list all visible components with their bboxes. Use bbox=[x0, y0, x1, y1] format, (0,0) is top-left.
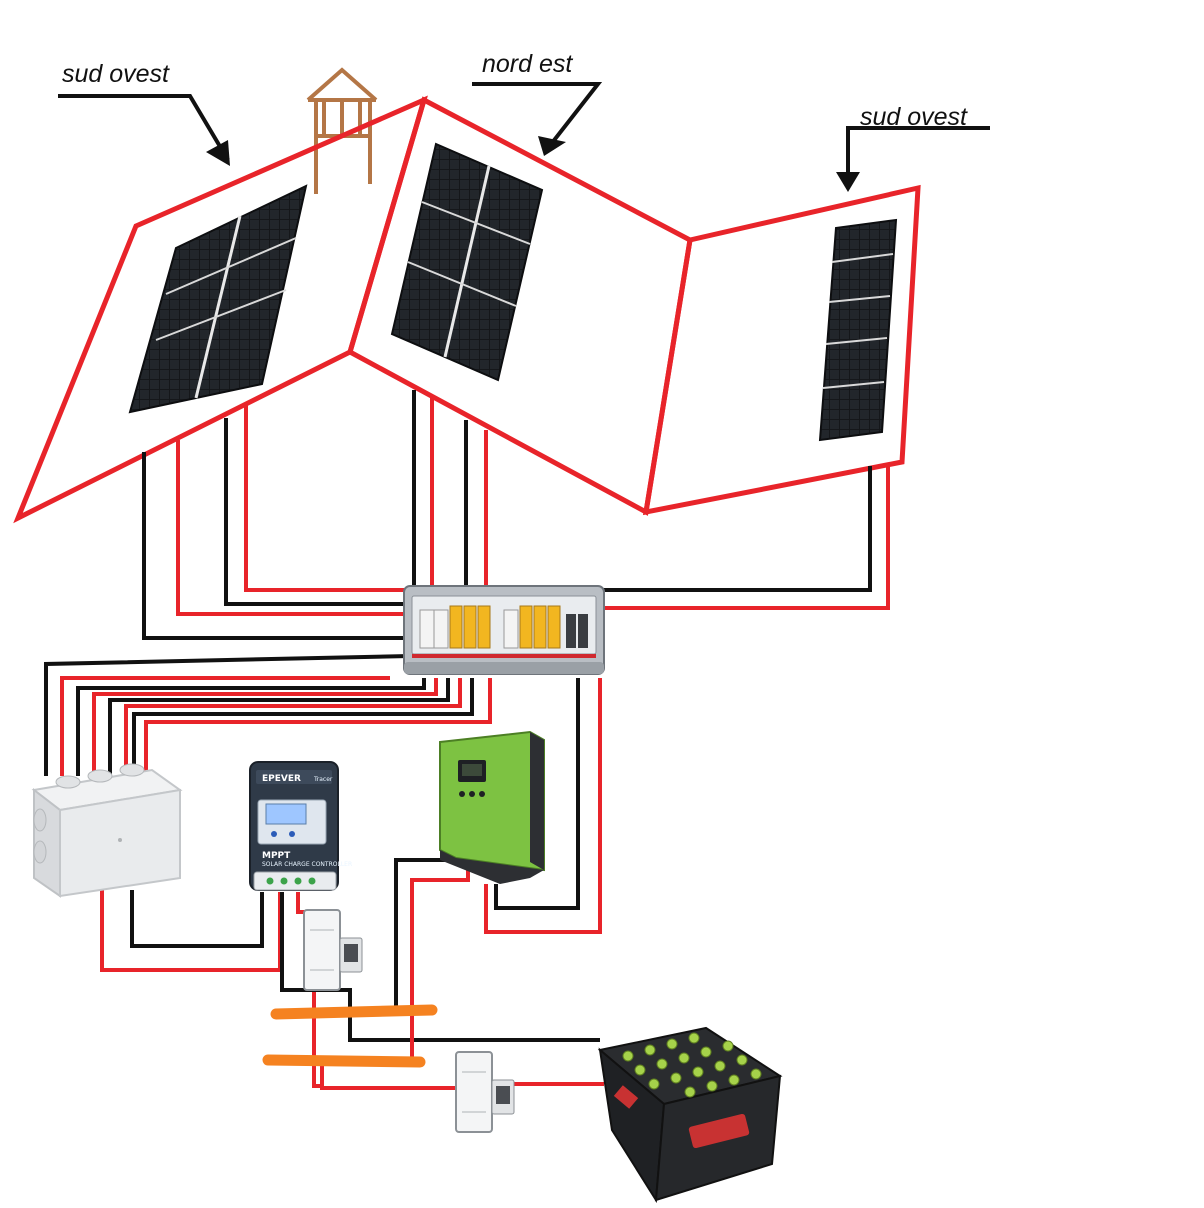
orientation-text-middle: nord est bbox=[482, 50, 573, 78]
busbar-positive bbox=[262, 1054, 426, 1068]
wires-combiner-to-inverter bbox=[484, 678, 602, 934]
roof-face-right bbox=[642, 184, 921, 516]
arrow-head-middle bbox=[538, 136, 566, 156]
arrow-down-icon bbox=[846, 126, 990, 176]
orientation-text-left: sud ovest bbox=[62, 60, 170, 88]
battery-bank-icon bbox=[597, 1026, 783, 1204]
orientation-label-middle: nord est bbox=[472, 50, 603, 156]
busbars bbox=[262, 1004, 438, 1068]
arrow-head-right bbox=[836, 172, 860, 192]
wires-junction-to-mppt bbox=[100, 890, 282, 972]
orientation-label-left: sud ovest bbox=[58, 60, 230, 166]
controller-brand: EPEVER bbox=[262, 774, 301, 784]
solar-panel-icon bbox=[390, 142, 544, 382]
controller-type: MPPT bbox=[262, 851, 291, 861]
mppt-controller-icon: EPEVER Tracer MPPT SOLAR CHARGE CONTROLL… bbox=[249, 761, 352, 891]
junction-box-icon bbox=[31, 763, 183, 898]
arrow-head-left bbox=[206, 140, 230, 166]
solar-panel-icon bbox=[818, 218, 898, 442]
fuse-holder-icon bbox=[455, 1051, 515, 1133]
arrow-down-icon bbox=[472, 82, 603, 150]
fuse-holder-icon bbox=[303, 909, 363, 991]
orientation-label-right: sud ovest bbox=[836, 103, 990, 192]
combiner-box-icon bbox=[403, 585, 605, 675]
controller-subtitle: SOLAR CHARGE CONTROLLER bbox=[262, 861, 352, 868]
wires-panels-to-combiner bbox=[142, 390, 890, 640]
controller-model: Tracer bbox=[313, 776, 333, 783]
inverter-icon bbox=[439, 730, 545, 884]
busbar-negative bbox=[270, 1004, 438, 1020]
roof-outline bbox=[13, 95, 921, 524]
solar-panel-icon bbox=[128, 184, 308, 414]
arrow-down-icon bbox=[58, 94, 230, 162]
chimney bbox=[306, 67, 378, 194]
wires-combiner-to-junction bbox=[44, 654, 492, 776]
